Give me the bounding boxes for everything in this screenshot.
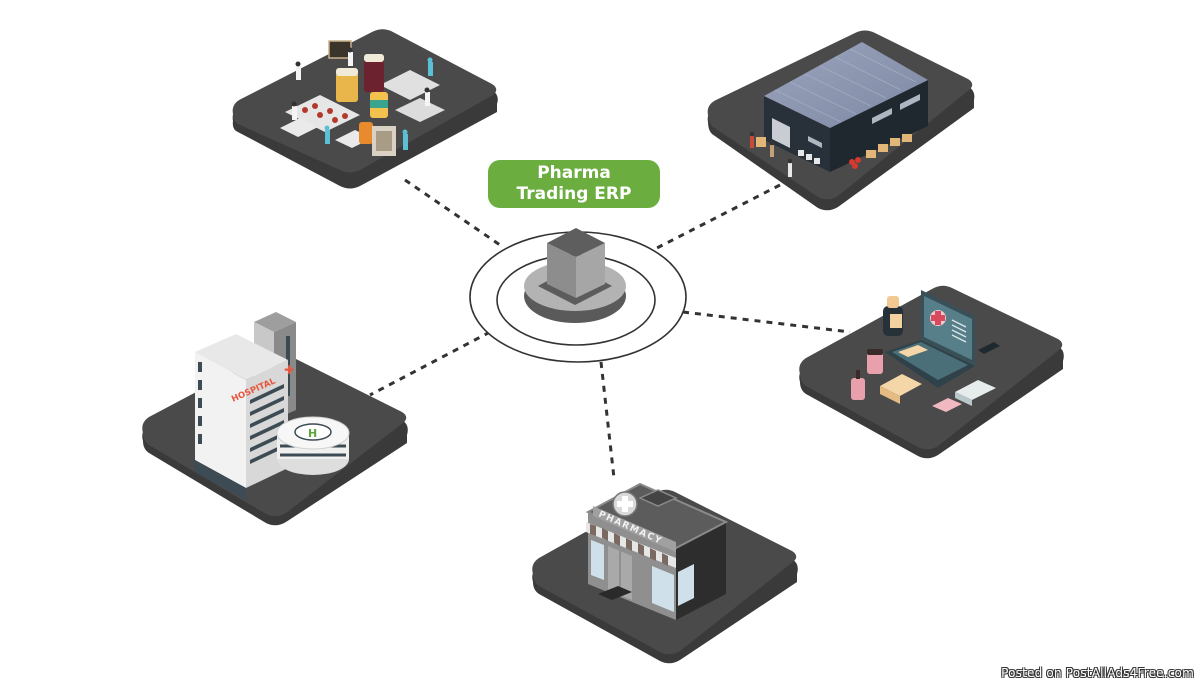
warehouse-workers [749, 131, 793, 177]
platform-top [232, 29, 497, 173]
hospital-roof [195, 334, 288, 380]
node-warehouse[interactable]: Warehouse [707, 30, 975, 211]
node-online-pharmacy[interactable]: Online Pharmacy / E-commerce [799, 285, 1064, 459]
warehouse-door [772, 118, 790, 148]
pharmacy-awning [586, 522, 676, 568]
node-pharmacy-store[interactable]: Pharmacy Store PHARMACY [532, 482, 798, 664]
node-hospital[interactable]: Hospital HOSPITAL ✚ H [142, 312, 408, 526]
hub-cube-left [547, 243, 576, 298]
connector-online [682, 310, 851, 334]
hub-title-line2: Trading ERP [516, 184, 632, 204]
connector-pharmacy [599, 361, 616, 479]
hospital-cross-icon: ✚ [284, 363, 294, 377]
watermark: Posted on PostAllAds4Free.com [1001, 666, 1194, 680]
connector-manufacturing [404, 178, 504, 249]
node-manufacturing[interactable]: Pharma Manufacturing Lab [232, 29, 498, 189]
hub-title-line1: Pharma [537, 163, 611, 183]
erp-hub[interactable] [469, 228, 687, 363]
warehouse-crates [756, 134, 912, 158]
warehouse-roof [764, 42, 928, 128]
medicine-jar [336, 72, 358, 102]
hub-cube-top [547, 228, 605, 257]
connector-hospital [369, 330, 491, 397]
connector-warehouse [652, 183, 781, 252]
lab-workers [291, 47, 433, 150]
hub-cube-right [576, 243, 605, 298]
hospital-windows [198, 362, 284, 464]
warehouse-front-wall [764, 96, 830, 172]
helipad-letter: H [308, 427, 317, 440]
connector-lines [369, 178, 851, 479]
hospital-front-wall [195, 352, 246, 488]
erp-hub-label: Pharma Trading ERP [488, 160, 660, 208]
